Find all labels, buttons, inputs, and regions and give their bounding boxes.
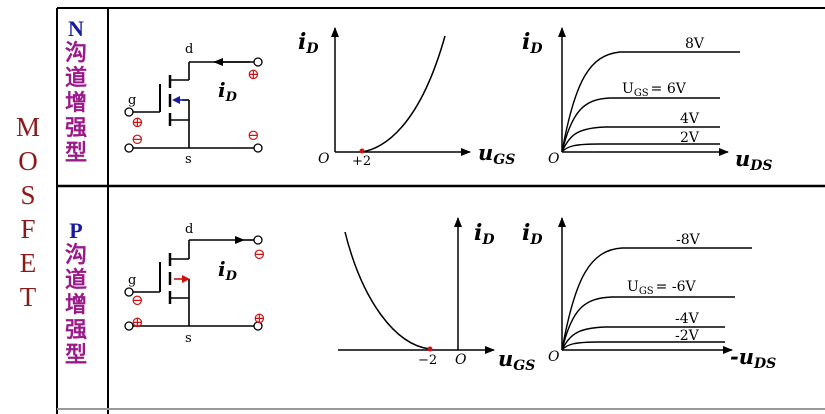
terminal-d-label: d — [185, 42, 193, 57]
terminal-d-label: d — [185, 222, 193, 237]
p-channel-letter: P — [69, 218, 83, 243]
current-label: iD — [218, 257, 238, 284]
p-channel-type-label: P 沟 道 增 强 型 — [59, 218, 93, 368]
curve-label: 2V — [680, 130, 700, 146]
plus-sign: ⊕ — [131, 113, 144, 131]
plus-sign: ⊕ — [131, 313, 144, 331]
curve-label: UGS= -6V — [627, 279, 696, 297]
type-char: 型 — [64, 343, 87, 368]
side-title-letter: O — [18, 146, 38, 176]
y-axis-label: iD — [522, 29, 543, 57]
n-channel-type-label: N 沟 道 增 强 型 — [59, 16, 93, 166]
terminal-g-label: g — [128, 273, 136, 288]
threshold-label: −2 — [418, 353, 437, 368]
terminal-g-label: g — [128, 93, 136, 108]
n-transfer-chart: iD O +2 uGS — [298, 27, 515, 169]
curve-label: 4V — [680, 111, 700, 127]
terminal-s-label: s — [185, 331, 192, 346]
minus-sign: ⊖ — [253, 245, 266, 263]
type-char: 道 — [64, 66, 87, 91]
origin-label: O — [455, 352, 467, 368]
type-char: 强 — [64, 318, 87, 343]
minus-sign: ⊖ — [131, 291, 144, 309]
side-title-letter: T — [19, 282, 37, 312]
type-char: 沟 — [64, 41, 87, 66]
y-axis-label: iD — [298, 29, 319, 57]
type-char: 道 — [64, 268, 87, 293]
y-axis-label: iD — [474, 220, 495, 248]
x-axis-label: -uDS — [730, 344, 776, 372]
p-channel-circuit — [133, 240, 254, 327]
plus-sign: ⊕ — [247, 65, 260, 83]
x-axis-label: uGS — [498, 346, 535, 374]
side-title-letter: S — [20, 180, 36, 210]
p-output-chart: iD O -8V UGS= -6V -4V -2V -uDS — [522, 217, 776, 372]
table-frame — [56, 7, 825, 414]
origin-label: O — [318, 151, 330, 167]
curve-label: -8V — [676, 232, 701, 248]
y-axis-label: iD — [522, 220, 543, 248]
p-channel-circuit-marks: d g s iD ⊖ ⊖ ⊕ ⊕ — [124, 222, 266, 346]
x-axis-label: uDS — [735, 146, 773, 174]
origin-label: O — [548, 151, 560, 167]
side-title-letter: M — [15, 112, 40, 142]
minus-sign: ⊖ — [131, 130, 144, 148]
side-title-letter: F — [20, 214, 36, 244]
n-channel-letter: N — [68, 16, 84, 41]
n-output-chart: iD O 8V UGS= 6V 4V 2V uDS — [522, 27, 773, 174]
minus-sign: ⊖ — [247, 126, 260, 144]
curve-label: -4V — [675, 311, 700, 327]
curve-label: -2V — [675, 328, 700, 344]
p-transfer-chart: iD −2 O uGS — [338, 217, 535, 374]
side-title: M O S F E T — [8, 110, 48, 314]
side-title-letter: E — [19, 248, 37, 278]
x-axis-label: uGS — [478, 140, 515, 168]
threshold-label: +2 — [352, 154, 371, 169]
origin-label: O — [548, 349, 560, 365]
curve-label: UGS= 6V — [622, 81, 687, 99]
type-char: 增 — [64, 91, 87, 116]
type-char: 强 — [64, 116, 87, 141]
type-char: 沟 — [64, 243, 87, 268]
type-char: 增 — [64, 293, 87, 318]
n-channel-circuit-marks: d g s iD ⊕ ⊕ ⊖ ⊖ — [124, 42, 263, 167]
type-char: 型 — [64, 141, 87, 166]
current-label: iD — [218, 78, 238, 105]
plus-sign: ⊕ — [253, 309, 266, 327]
curve-label: 8V — [685, 36, 705, 52]
terminal-s-label: s — [185, 152, 192, 167]
n-channel-circuit — [133, 61, 254, 149]
